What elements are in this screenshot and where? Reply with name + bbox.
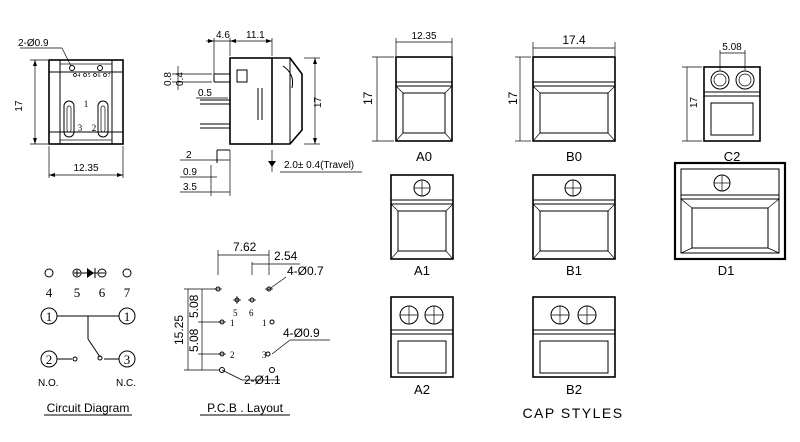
pcb-layout: 7.62 2.54 4-Ø0.7 5 6 1 1 2 3 4-Ø0.9 2-Ø1…	[172, 240, 330, 416]
svg-text:17: 17	[361, 91, 375, 105]
svg-text:7: 7	[124, 285, 131, 300]
svg-text:5: 5	[74, 285, 81, 300]
svg-text:6: 6	[99, 285, 106, 300]
dim-0-4: 0.4	[175, 72, 186, 86]
svg-text:6: 6	[249, 308, 254, 318]
side-cap	[272, 57, 303, 145]
dim-2: 2	[186, 150, 192, 161]
svg-text:12.35: 12.35	[411, 31, 436, 42]
top-width-dim: 12.35	[73, 163, 98, 174]
cap-b2: B2	[532, 296, 616, 397]
pcb-hole-1-1: 2-Ø1.1	[244, 373, 281, 387]
svg-text:3: 3	[124, 352, 131, 367]
svg-text:17.4: 17.4	[562, 33, 586, 47]
svg-text:17: 17	[689, 96, 700, 108]
svg-text:1: 1	[124, 309, 131, 324]
cap-label-d1: D1	[718, 263, 735, 278]
cap-label-c2: C2	[724, 149, 741, 164]
led-diode-icon	[87, 268, 94, 278]
cap-d1: D1	[673, 161, 787, 278]
side-body	[229, 57, 273, 145]
svg-text:5: 5	[88, 73, 91, 79]
circuit-pin-6	[97, 268, 107, 278]
top-view: 1 3 2 4 5 6 7 2-Ø0.9 17 12.35	[14, 38, 124, 178]
circuit-diagram: 4 5 6 7 1 1 2 3 N.O. N.C. Circuit Diagra…	[38, 268, 136, 416]
circuit-no: N.O.	[38, 378, 59, 389]
dim-0-8: 0.8	[163, 72, 174, 86]
cap-label-b1: B1	[566, 263, 582, 278]
svg-text:4: 4	[46, 285, 53, 300]
svg-text:3: 3	[262, 350, 267, 360]
circuit-title: Circuit Diagram	[47, 401, 130, 415]
cap-label-a1: A1	[414, 263, 430, 278]
pcb-dim-2-54: 2.54	[274, 249, 298, 263]
dim-4-6: 4.6	[216, 30, 230, 41]
top-pin-2: 2	[92, 123, 97, 133]
side-view: 4.6 11.1 0.8 0.4 0.5 17 2 0.9 3.5 2.0± 0…	[163, 30, 362, 196]
svg-text:5.08: 5.08	[722, 42, 742, 53]
pcb-dim-5-08b: 5.08	[187, 328, 201, 352]
cap-c2: 5.08 17 C2	[682, 42, 761, 164]
cap-b0: 17.4 17 B0	[506, 33, 616, 164]
hole-label-top: 2-Ø0.9	[18, 38, 49, 49]
svg-text:7: 7	[108, 73, 111, 79]
pcb-title: P.C.B . Layout	[207, 401, 283, 415]
cap-label-b0: B0	[566, 149, 582, 164]
cap-label-a0: A0	[416, 149, 432, 164]
dim-travel: 2.0± 0.4(Travel)	[284, 160, 354, 171]
top-height-dim: 17	[14, 100, 25, 112]
pcb-dim-5-08a: 5.08	[187, 294, 201, 318]
cap-b1: B1	[532, 174, 616, 278]
dim-0-5: 0.5	[198, 88, 212, 99]
cap-a1: A1	[390, 174, 454, 278]
pcb-hole-0-9: 4-Ø0.9	[283, 326, 320, 340]
circuit-pin-4	[44, 268, 54, 278]
svg-text:4: 4	[78, 73, 81, 79]
pcb-hole-0-7: 4-Ø0.7	[287, 264, 324, 278]
pcb-dim-7-62: 7.62	[233, 240, 257, 254]
cap-label-b2: B2	[566, 382, 582, 397]
cap-a0: 12.35 17 A0	[361, 31, 453, 164]
cap-a2: A2	[390, 296, 454, 397]
svg-text:5: 5	[233, 308, 238, 318]
circuit-nc: N.C.	[116, 378, 136, 389]
cap-styles-title: CAP STYLES	[522, 405, 623, 421]
dim-3-5: 3.5	[183, 182, 197, 193]
svg-text:6: 6	[98, 73, 101, 79]
svg-text:1: 1	[46, 309, 53, 324]
top-pin-1: 1	[84, 99, 89, 109]
top-pin-3: 3	[78, 123, 83, 133]
svg-text:2: 2	[46, 352, 53, 367]
dim-side-17: 17	[313, 96, 324, 108]
top-view-outline	[48, 59, 124, 145]
dim-11-1: 11.1	[246, 30, 265, 41]
svg-text:2: 2	[230, 350, 235, 360]
switch-lever	[87, 338, 101, 358]
svg-text:1: 1	[230, 318, 235, 328]
cap-label-a2: A2	[414, 382, 430, 397]
svg-text:17: 17	[506, 91, 520, 105]
circuit-pin-7	[122, 268, 132, 278]
pcb-dim-15-25: 15.25	[172, 315, 186, 345]
svg-text:1: 1	[262, 318, 267, 328]
dim-0-9: 0.9	[183, 167, 197, 178]
